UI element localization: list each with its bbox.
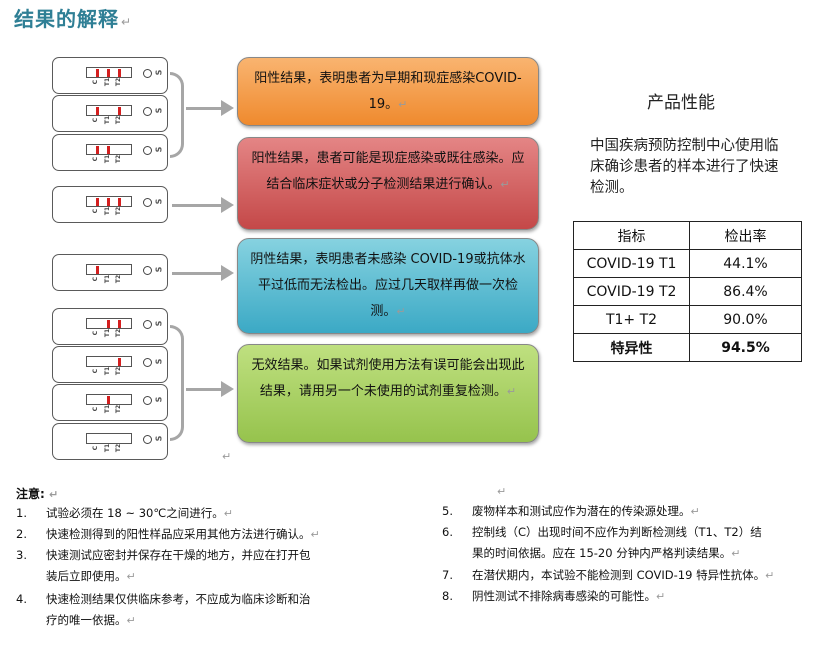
paragraph-mark: ↵	[222, 450, 232, 463]
table-cell: COVID-19 T1	[573, 249, 690, 278]
arrow-icon	[172, 265, 234, 281]
table-row: COVID-19 T1 44.1%	[573, 249, 802, 278]
positive-possible-box: 阳性结果，患者可能是现症感染或既往感染。应结合临床症状或分子检测结果进行确认。↵	[237, 137, 539, 230]
product-description: 中国疾病预防控制中心使用临床确诊患者的样本进行了快速检测。	[590, 138, 779, 196]
table-cell: 90.0%	[689, 305, 802, 334]
note-item: 4.快速检测结果仅供临床参考，不应成为临床诊断和治疗的唯一依据。↵	[16, 592, 311, 627]
table-header: 指标	[573, 221, 690, 250]
invalid-box: 无效结果。如果试剂使用方法有误可能会出现此结果，请用另一个未使用的试剂重复检测。…	[237, 344, 539, 443]
table-cell: 86.4%	[689, 277, 802, 306]
positive-early-box: 阳性结果，表明患者为早期和现症感染COVID-19。↵	[237, 57, 539, 126]
group-brace	[170, 72, 184, 158]
table-row: 特异性 94.5%	[573, 333, 802, 362]
table-row: T1+ T2 90.0%	[573, 305, 802, 334]
table-header-row: 指标 检出率	[573, 221, 802, 250]
arrow-icon	[172, 197, 234, 213]
table-cell: 44.1%	[689, 249, 802, 278]
page-title: 结果的解释↵	[14, 7, 133, 31]
notes-heading: 注意: ↵	[16, 487, 59, 501]
table-row: COVID-19 T2 86.4%	[573, 277, 802, 306]
arrow-icon	[186, 100, 234, 116]
table-cell: COVID-19 T2	[573, 277, 690, 306]
arrow-icon	[186, 381, 234, 397]
table-cell: 94.5%	[689, 333, 802, 362]
note-item: 3.快速测试应密封并保存在干燥的地方，并应在打开包装后立即使用。↵	[16, 548, 311, 583]
table-header: 检出率	[689, 221, 802, 250]
note-item: 6.控制线（C）出现时间不应作为判断检测线（T1、T2）结果的时间依据。应在 1…	[442, 525, 762, 560]
group-brace	[170, 325, 184, 441]
table-cell: T1+ T2	[573, 305, 690, 334]
table-cell: 特异性	[573, 333, 690, 362]
product-title: 产品性能	[647, 93, 715, 113]
performance-table: 指标 检出率 COVID-19 T1 44.1% COVID-19 T2 86.…	[573, 221, 802, 362]
negative-box: 阴性结果，表明患者未感染 COVID-19或抗体水平过低而无法检出。应过几天取样…	[237, 238, 539, 334]
paragraph-mark: ↵	[497, 485, 507, 498]
